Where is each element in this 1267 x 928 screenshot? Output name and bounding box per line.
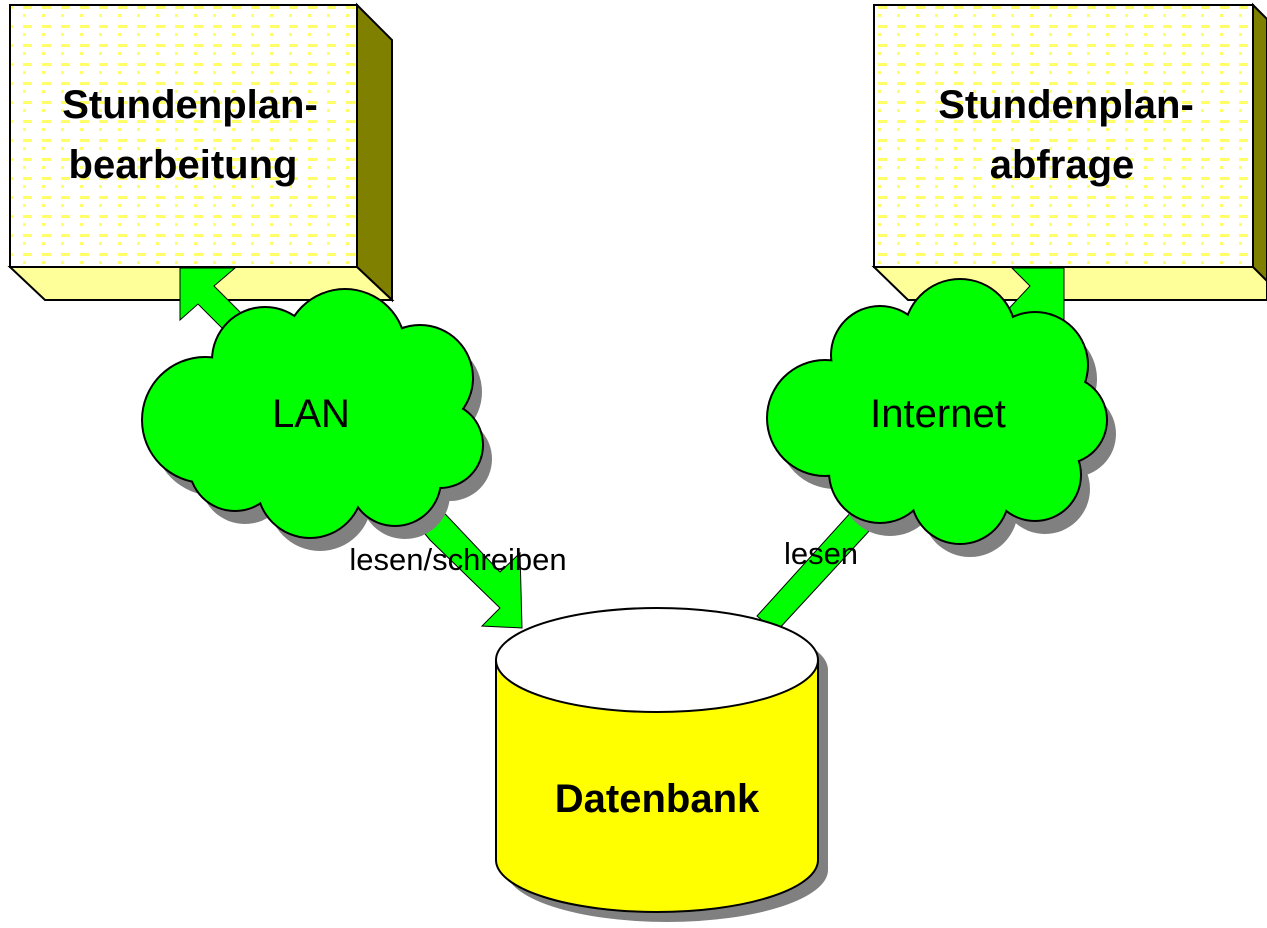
box-right-side: [1252, 2, 1267, 301]
arrow-lan-to-database: [411, 499, 523, 629]
box-left-title-line2: bearbeitung: [69, 143, 298, 187]
database-cylinder: Datenbank: [495, 607, 828, 922]
box-right-title-line1: Stundenplan-: [938, 83, 1194, 127]
edge-label-read-write: lesen/schreiben: [349, 542, 566, 577]
box-left-title-line1: Stundenplan-: [62, 83, 318, 127]
box-right-title-line2: abfrage: [990, 143, 1135, 187]
database-top: [495, 607, 819, 713]
box-stundenplan-abfrage: Stundenplan- abfrage: [871, 2, 1267, 301]
database-label: Datenbank: [555, 777, 760, 821]
box-stundenplan-bearbeitung: Stundenplan- bearbeitung: [7, 2, 395, 303]
internet-label: Internet: [870, 392, 1006, 436]
database-body: [495, 659, 819, 913]
lan-cloud: LAN: [141, 288, 492, 551]
lan-label: LAN: [272, 392, 350, 436]
edge-label-read: lesen: [784, 536, 858, 571]
box-left-side: [356, 2, 393, 303]
internet-cloud: Internet: [766, 278, 1116, 557]
